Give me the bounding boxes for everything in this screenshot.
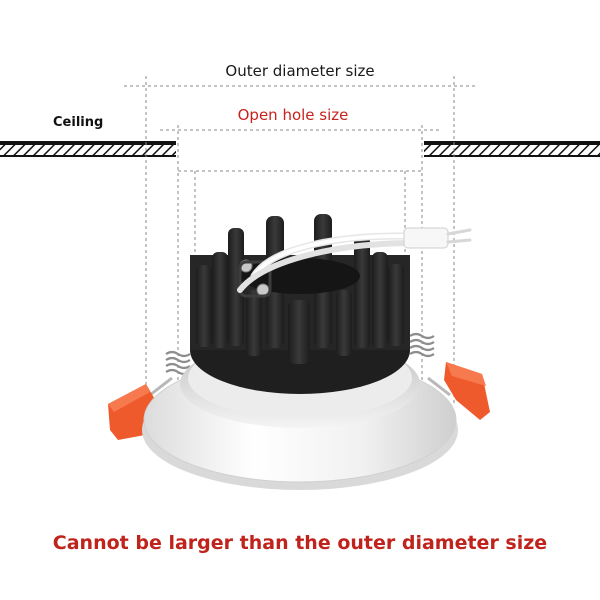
ceiling-left [0, 141, 176, 157]
warning-caption: Cannot be larger than the outer diameter… [52, 532, 548, 554]
downlight-heatsink-icon [190, 214, 410, 394]
open-hole-label: Open hole size [237, 106, 349, 124]
ceiling-label: Ceiling [53, 115, 104, 130]
spring-clip-right [409, 332, 490, 420]
power-cable-icon [237, 227, 472, 293]
ceiling-right [424, 141, 600, 157]
outer-diameter-label: Outer diameter size [225, 62, 375, 80]
